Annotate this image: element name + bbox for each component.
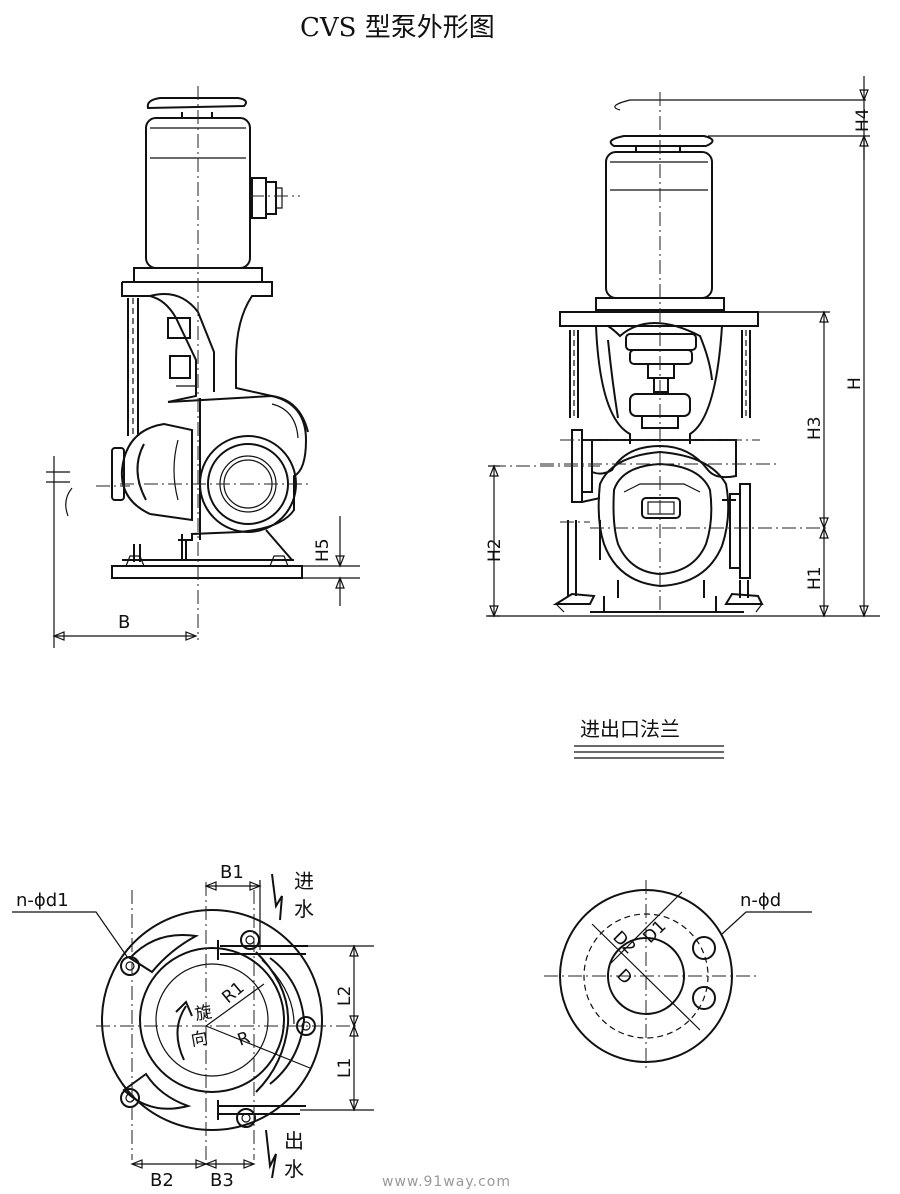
label-R: R: [235, 1028, 253, 1051]
label-rotation-1: 旋: [193, 1002, 213, 1025]
label-B3: B3: [210, 1170, 234, 1191]
label-H: H: [845, 377, 865, 390]
label-inlet-1: 进: [294, 869, 314, 893]
plan-view: [12, 873, 374, 1179]
label-H2: H2: [485, 538, 505, 562]
label-outlet-2: 水: [284, 1157, 304, 1181]
flange-caption: 进出口法兰: [580, 717, 680, 741]
label-H3: H3: [805, 416, 825, 440]
label-inlet-2: 水: [294, 897, 314, 921]
label-L2: L2: [335, 986, 355, 1006]
caption-underline: [574, 745, 724, 759]
label-B1: B1: [220, 862, 244, 883]
flange-view: [544, 880, 812, 1070]
label-B: B: [118, 612, 130, 633]
label-outlet-1: 出: [284, 1129, 304, 1153]
side-view: [46, 86, 360, 648]
label-D2: D2: [608, 927, 639, 958]
label-n-phi-d: n-ϕd: [740, 890, 781, 911]
label-DN: D: [612, 965, 635, 988]
label-R1: R1: [218, 978, 248, 1008]
watermark: www.91way.com: [382, 1174, 511, 1190]
front-view: [486, 76, 880, 618]
label-H1: H1: [805, 566, 825, 590]
label-n-phi-d1: n-ϕd1: [16, 890, 69, 911]
drawing-title: CVS 型泵外形图: [300, 13, 495, 43]
label-B2: B2: [150, 1170, 174, 1191]
label-L1: L1: [335, 1058, 355, 1078]
label-H5: H5: [313, 538, 333, 562]
label-H4: H4: [853, 108, 873, 132]
label-rotation-2: 向: [189, 1028, 209, 1051]
